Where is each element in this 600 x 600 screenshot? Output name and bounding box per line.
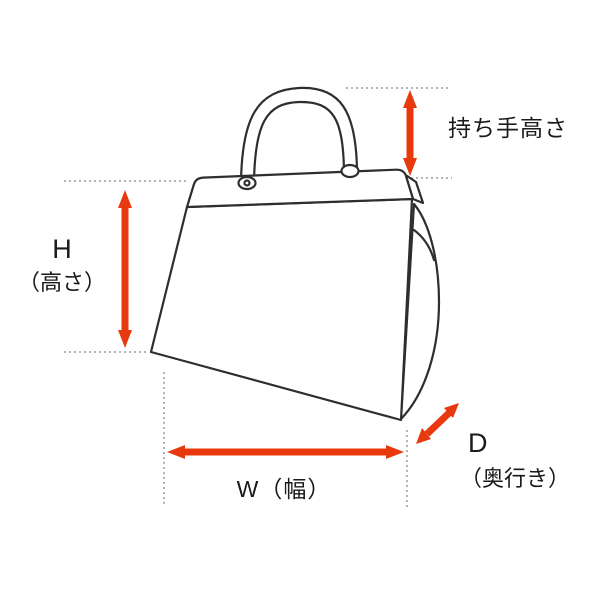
- handle-height-label: 持ち手高さ: [448, 115, 568, 141]
- handle-height-arrow: [403, 90, 417, 176]
- bag-clasp: [243, 179, 251, 187]
- guide-lines: [64, 87, 452, 508]
- bag-handle: [239, 86, 359, 184]
- width-arrow: [167, 445, 404, 459]
- bag-handle-base-right: [340, 163, 360, 179]
- height-arrow: [118, 190, 132, 348]
- handbag-illustration: [149, 86, 441, 422]
- bag-front-panel: [149, 197, 414, 422]
- depth-label-letter: D: [468, 428, 488, 458]
- depth-label-paren: （奥行き）: [460, 466, 570, 491]
- depth-arrow: [416, 403, 459, 444]
- height-label-paren: （高さ）: [18, 270, 106, 295]
- width-label: W（幅）: [237, 476, 332, 502]
- bag-gusset-fold-line: [412, 228, 436, 262]
- height-label-letter: H: [52, 234, 72, 264]
- dimension-arrows: [118, 90, 459, 459]
- bag-gusset: [399, 202, 441, 421]
